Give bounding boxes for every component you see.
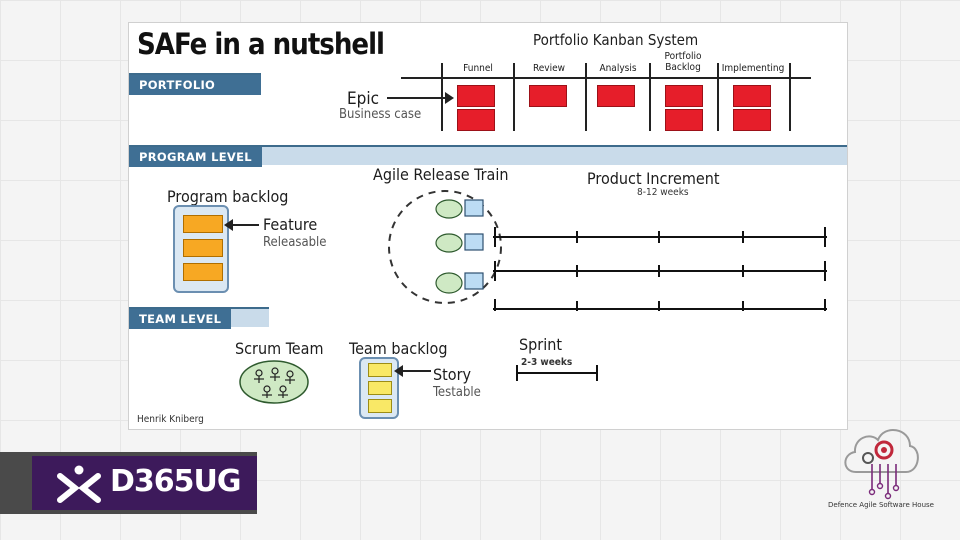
author-credit: Henrik Kniberg <box>137 414 204 425</box>
story-arrow <box>399 370 431 372</box>
epic-card <box>457 109 495 131</box>
epic-card <box>665 109 703 131</box>
kanban-top-line <box>401 77 811 79</box>
work-box-icon <box>464 272 484 290</box>
column-review: Review <box>532 63 566 74</box>
art-label: Agile Release Train <box>373 165 509 184</box>
portfolio-band: PORTFOLIO LEVEL <box>129 73 261 112</box>
epic-card <box>529 85 567 107</box>
diagram-title: SAFe in a nutshell <box>137 27 385 61</box>
team-train-3 <box>435 272 484 294</box>
feature-card <box>183 215 223 233</box>
scrum-team-label: Scrum Team <box>235 339 324 358</box>
kanban-title: Portfolio Kanban System <box>533 31 699 49</box>
column-portfolio-backlog: Portfolio Backlog <box>664 51 702 73</box>
epic-card <box>665 85 703 107</box>
program-level-label: PROGRAM LEVEL <box>129 147 262 167</box>
story-sublabel: Testable <box>433 385 481 400</box>
story-card <box>368 399 392 413</box>
art-dashed-circle <box>388 190 502 304</box>
scrum-team-icon <box>239 360 309 404</box>
work-box-icon <box>464 233 484 251</box>
epic-card <box>597 85 635 107</box>
safe-diagram: SAFe in a nutshell Portfolio Kanban Syst… <box>128 22 848 430</box>
kanban-divider <box>513 63 515 131</box>
d365ug-mark-icon <box>57 465 101 503</box>
d365ug-logo-bg: D365UG <box>32 456 257 510</box>
story-card <box>368 363 392 377</box>
kanban-divider <box>789 63 791 131</box>
team-band: TEAM LEVEL <box>129 307 269 329</box>
feature-card <box>183 263 223 281</box>
team-train-2 <box>435 233 484 253</box>
column-analysis: Analysis <box>599 63 637 74</box>
team-blob-icon <box>435 199 463 219</box>
d365ug-text: D365UG <box>110 464 242 499</box>
epic-sublabel: Business case <box>339 107 422 122</box>
kanban-divider <box>649 63 651 131</box>
release-train-drawing <box>388 190 827 311</box>
epic-card <box>457 85 495 107</box>
pi-label: Product Increment <box>587 169 720 188</box>
epic-card <box>733 109 771 131</box>
team-level-label: TEAM LEVEL <box>129 309 232 329</box>
feature-arrow <box>229 224 259 226</box>
column-funnel: Funnel <box>463 63 493 74</box>
sprint-timeline <box>516 365 598 381</box>
epic-label: Epic <box>347 89 380 109</box>
program-backlog-label: Program backlog <box>167 187 289 206</box>
sprint-label: Sprint <box>519 335 562 354</box>
team-blob-icon <box>435 272 463 294</box>
logo-caption: Defence Agile Software House <box>828 501 934 509</box>
work-box-icon <box>464 199 484 217</box>
feature-card <box>183 239 223 257</box>
epic-card <box>733 85 771 107</box>
story-label: Story <box>433 365 472 384</box>
story-card <box>368 381 392 395</box>
feature-label: Feature <box>263 215 318 234</box>
cloud-circuit-logo-icon <box>844 429 919 500</box>
d365ug-logo: D365UG <box>0 452 257 514</box>
arrow-head-icon <box>224 219 233 231</box>
team-blob-icon <box>435 233 463 253</box>
arrow-head-icon <box>445 92 454 104</box>
kanban-divider <box>585 63 587 131</box>
pi-ticks <box>494 227 826 311</box>
column-implementing: Implementing <box>721 63 785 74</box>
pi-duration: 8-12 weeks <box>637 187 689 198</box>
kanban-divider <box>717 63 719 131</box>
program-band: PROGRAM LEVEL <box>129 145 847 167</box>
feature-sublabel: Releasable <box>263 235 327 250</box>
sprint-duration: 2-3 weeks <box>521 357 573 368</box>
team-backlog-label: Team backlog <box>349 339 448 358</box>
arrow-head-icon <box>394 365 403 377</box>
epic-arrow <box>387 97 449 99</box>
portfolio-level-label: PORTFOLIO LEVEL <box>129 75 261 112</box>
